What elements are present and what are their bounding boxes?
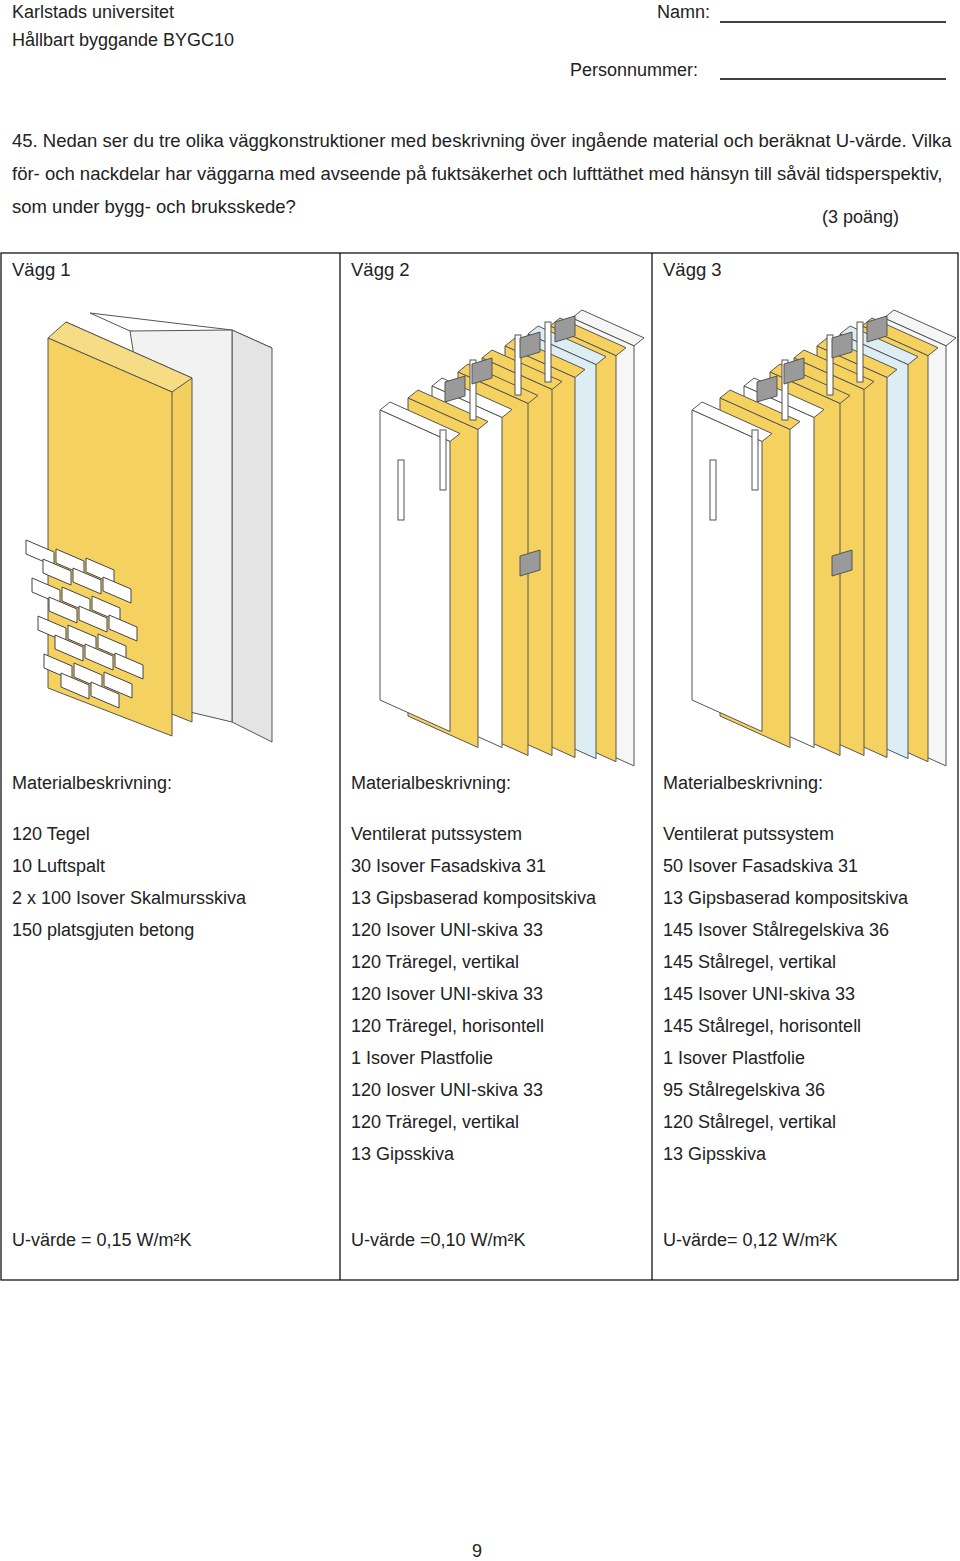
material-line: Ventilerat putssystem bbox=[663, 823, 834, 845]
id-underline bbox=[720, 78, 946, 80]
material-line: 120 Träregel, vertikal bbox=[351, 951, 519, 973]
material-line: 120 Träregel, vertikal bbox=[351, 1111, 519, 1133]
u-value: U-värde= 0,12 W/m²K bbox=[663, 1229, 838, 1251]
u-value: U-värde =0,10 W/m²K bbox=[351, 1229, 526, 1251]
material-line: 95 Stålregelskiva 36 bbox=[663, 1079, 825, 1101]
page-label: Karlstads universitet bbox=[12, 1, 174, 23]
name-underline bbox=[720, 21, 946, 23]
material-line: 145 Isover Stålregelskiva 36 bbox=[663, 919, 889, 941]
material-line: 1 Isover Plastfolie bbox=[663, 1047, 805, 1069]
wall-heading: Vägg 3 bbox=[663, 259, 722, 281]
material-line: 120 Tegel bbox=[12, 823, 90, 845]
material-line: 145 Stålregel, horisontell bbox=[663, 1015, 861, 1037]
material-line: 1 Isover Plastfolie bbox=[351, 1047, 493, 1069]
material-line: 13 Gipsbaserad kompositskiva bbox=[351, 887, 596, 909]
page-label: Namn: bbox=[657, 1, 710, 23]
material-heading: Materialbeskrivning: bbox=[12, 772, 172, 794]
material-line: 10 Luftspalt bbox=[12, 855, 105, 877]
wall-2-figure bbox=[380, 310, 644, 766]
wall-heading: Vägg 1 bbox=[12, 259, 71, 281]
question-text: 45. Nedan ser du tre olika väggkonstrukt… bbox=[12, 124, 952, 223]
material-line: 120 Träregel, horisontell bbox=[351, 1015, 544, 1037]
u-value: U-värde = 0,15 W/m²K bbox=[12, 1229, 192, 1251]
material-line: 145 Stålregel, vertikal bbox=[663, 951, 836, 973]
material-line: Ventilerat putssystem bbox=[351, 823, 522, 845]
wall-column: Vägg 3 Materialbeskrivning: Ventilerat put… bbox=[652, 253, 958, 1280]
page-label: (3 poäng) bbox=[822, 206, 899, 228]
material-line: 13 Gipsskiva bbox=[663, 1143, 766, 1165]
material-line: 150 platsgjuten betong bbox=[12, 919, 194, 941]
wall-heading: Vägg 2 bbox=[351, 259, 410, 281]
page-label: Personnummer: bbox=[570, 59, 698, 81]
material-line: 120 Stålregel, vertikal bbox=[663, 1111, 836, 1133]
material-line: 120 Isover UNI-skiva 33 bbox=[351, 983, 543, 1005]
material-line: 120 Isover UNI-skiva 33 bbox=[351, 919, 543, 941]
material-line: 13 Gipsbaserad kompositskiva bbox=[663, 887, 908, 909]
page-label: 9 bbox=[472, 1540, 482, 1561]
material-heading: Materialbeskrivning: bbox=[663, 772, 823, 794]
wall-column: Vägg 2 Materialbeskrivning: Ventilerat put… bbox=[340, 253, 652, 1280]
wall-column: Vägg 1 Materialbeskrivning: 120 Tegel 10 Lu… bbox=[1, 253, 340, 1280]
wall-3-figure bbox=[692, 310, 956, 766]
material-line: 145 Isover UNI-skiva 33 bbox=[663, 983, 855, 1005]
material-line: 50 Isover Fasadskiva 31 bbox=[663, 855, 858, 877]
material-line: 120 Iosver UNI-skiva 33 bbox=[351, 1079, 543, 1101]
page-label: Hållbart byggande BYGC10 bbox=[12, 29, 234, 51]
material-line: 30 Isover Fasadskiva 31 bbox=[351, 855, 546, 877]
wall-1-figure bbox=[26, 313, 272, 742]
material-line: 2 x 100 Isover Skalmursskiva bbox=[12, 887, 246, 909]
table-grid bbox=[1, 253, 958, 1280]
material-heading: Materialbeskrivning: bbox=[351, 772, 511, 794]
material-line: 13 Gipsskiva bbox=[351, 1143, 454, 1165]
